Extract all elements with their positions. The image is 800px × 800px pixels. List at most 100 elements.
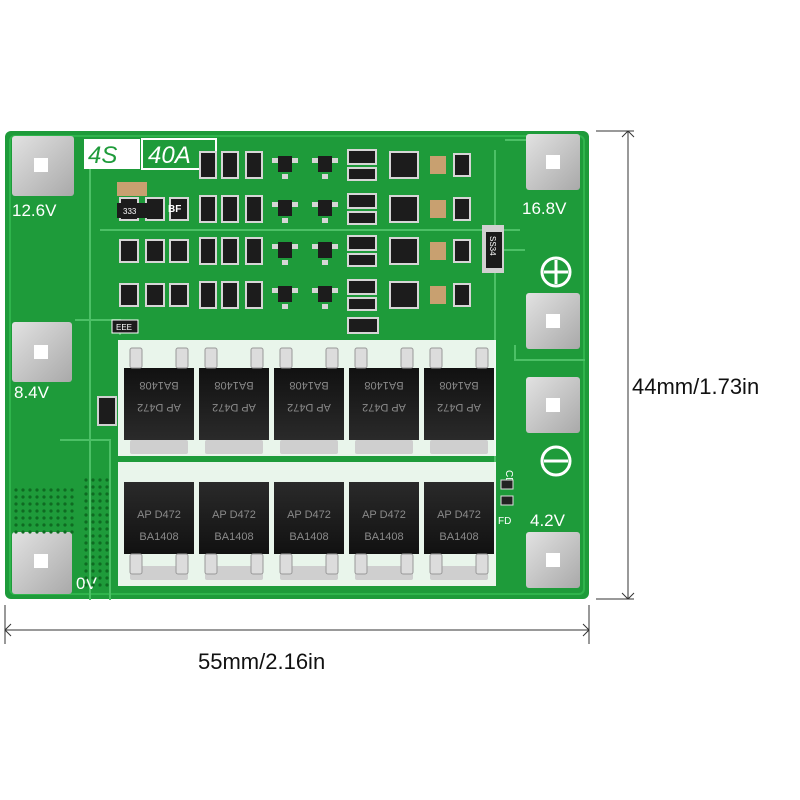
- mosfet-body: [349, 368, 419, 440]
- via-dot: [84, 576, 88, 580]
- terminal-pad-12v6: [12, 136, 74, 196]
- smd-resistor: [245, 151, 263, 179]
- mosfet: AP D472 BA1408: [424, 347, 494, 454]
- smd-pin: [312, 288, 318, 293]
- smd-resistor: [199, 237, 217, 265]
- smd-pin: [272, 158, 278, 163]
- mosfet-brand-label: AP D472: [362, 401, 406, 413]
- via-dot: [21, 530, 25, 534]
- smd-resistor: [347, 211, 377, 225]
- smd-resistor: [347, 297, 377, 311]
- smd-resistor: [347, 253, 377, 267]
- via-dot: [21, 488, 25, 492]
- via-dot: [105, 541, 109, 545]
- silk-bf: BF: [168, 204, 181, 215]
- via-dot: [91, 541, 95, 545]
- via-dot: [14, 502, 18, 506]
- via-dot: [105, 569, 109, 573]
- smd-resistor: [453, 239, 471, 263]
- via-dot: [42, 509, 46, 513]
- via-dot: [98, 562, 102, 566]
- silk-cd: CD: [503, 470, 514, 484]
- via-dot: [49, 523, 53, 527]
- via-dot: [105, 576, 109, 580]
- mosfet-code-label: BA1408: [139, 531, 178, 543]
- via-dot: [35, 523, 39, 527]
- smd-resistor: [145, 197, 165, 221]
- via-dot: [84, 527, 88, 531]
- via-dot: [35, 530, 39, 534]
- via-dot: [56, 495, 60, 499]
- via-dot: [91, 485, 95, 489]
- smd-pin: [332, 158, 338, 163]
- mosfet-leg: [400, 347, 414, 369]
- via-dot: [14, 516, 18, 520]
- smd-resistor: [119, 283, 139, 307]
- via-dot: [49, 495, 53, 499]
- via-dot: [105, 555, 109, 559]
- via-dot: [105, 485, 109, 489]
- smd-pin: [282, 218, 288, 223]
- smd-pin: [292, 288, 298, 293]
- smd-resistor: [221, 281, 239, 309]
- mosfet-body: [199, 368, 269, 440]
- mosfet-code-label: BA1408: [364, 531, 403, 543]
- smd-resistor: [245, 281, 263, 309]
- smd-resistor: [119, 239, 139, 263]
- mosfet-code-label: BA1408: [289, 531, 328, 543]
- smd-ic: [389, 237, 419, 265]
- via-dot: [63, 509, 67, 513]
- smd-pin: [332, 244, 338, 249]
- smd-transistor: [318, 156, 332, 172]
- mosfet-leg: [279, 553, 293, 575]
- mosfet-body: [274, 368, 344, 440]
- ss34-diode: SS34: [482, 225, 504, 273]
- mosfet-tab: [205, 566, 263, 580]
- via-dot: [63, 502, 67, 506]
- mosfet-brand-label: AP D472: [437, 401, 481, 413]
- smd-resistor: [453, 197, 471, 221]
- via-dot: [105, 478, 109, 482]
- via-dot: [84, 555, 88, 559]
- via-dot: [91, 478, 95, 482]
- via-dot: [105, 492, 109, 496]
- via-dot: [91, 569, 95, 573]
- via-dot: [42, 502, 46, 506]
- model-badge-cells-bg: [84, 139, 140, 169]
- mosfet-leg: [354, 553, 368, 575]
- via-dot: [98, 541, 102, 545]
- via-dot: [84, 534, 88, 538]
- smd-transistor: [278, 200, 292, 216]
- via-dot: [98, 569, 102, 573]
- via-dot: [21, 502, 25, 506]
- via-dot: [70, 495, 74, 499]
- smd-resistor: [453, 153, 471, 177]
- via-dot: [98, 527, 102, 531]
- mosfet-leg: [175, 553, 189, 575]
- via-dot: [14, 495, 18, 499]
- via-dot: [105, 520, 109, 524]
- smd-pin: [282, 174, 288, 179]
- via-dot: [56, 530, 60, 534]
- via-dot: [91, 555, 95, 559]
- smd-transistor: [278, 286, 292, 302]
- mosfet-brand-label: AP D472: [287, 509, 331, 521]
- mosfet-body: [124, 368, 194, 440]
- terminal-label-16v8: 16.8V: [522, 199, 567, 218]
- height-dimension-line: [596, 130, 635, 600]
- via-dot: [105, 583, 109, 587]
- mosfet-code-label: BA1408: [439, 379, 478, 391]
- mosfet-tab: [355, 566, 413, 580]
- mosfet-tab: [205, 440, 263, 454]
- via-dot: [14, 488, 18, 492]
- via-dot: [91, 562, 95, 566]
- smd-ic: [389, 281, 419, 309]
- smd-transistor: [318, 242, 332, 258]
- mosfet-leg: [325, 347, 339, 369]
- smd-capacitor: [430, 242, 446, 260]
- via-dot: [98, 555, 102, 559]
